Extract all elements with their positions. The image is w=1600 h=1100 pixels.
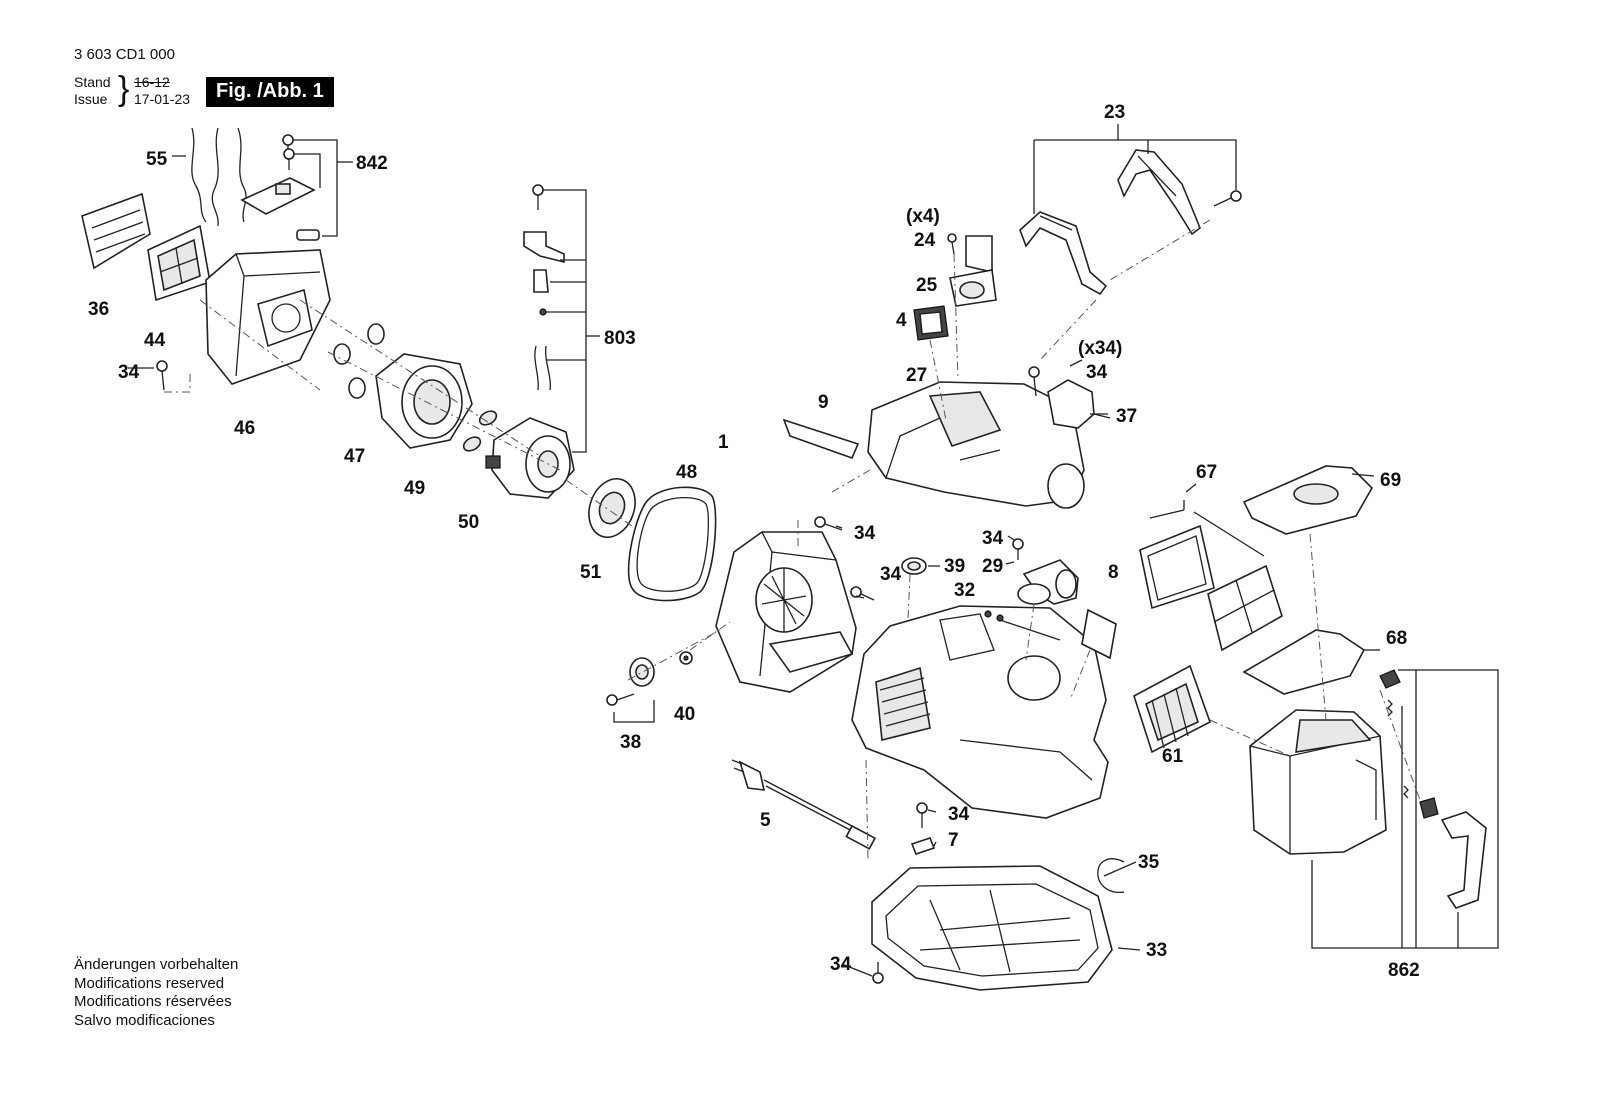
part-34-screws-cage	[797, 516, 875, 601]
callout-24: 24	[914, 230, 936, 251]
part-33-base-plate	[871, 865, 1113, 991]
callout-27: 27	[906, 365, 927, 386]
part-1-fan-cage	[715, 531, 857, 693]
part-29-elbow-nozzle	[1012, 538, 1079, 605]
callout-862: 862	[1388, 960, 1420, 981]
callout-8: 8	[1108, 562, 1119, 583]
group-862-leader	[1311, 669, 1499, 949]
part-25-switch-frame	[949, 235, 997, 307]
part-9-strip	[782, 418, 860, 460]
part-23-handle	[1019, 124, 1242, 296]
part-67-filter-frame	[1139, 500, 1265, 610]
issue-date: 17-01-23	[134, 91, 191, 107]
part-35-clip	[1097, 858, 1125, 894]
callout-51: 51	[580, 562, 602, 583]
callout-44: 44	[144, 330, 166, 351]
callout-32: 32	[954, 580, 975, 601]
callout-34-top: 34	[1086, 362, 1108, 383]
part-38-knob	[606, 657, 655, 723]
part-68-filter-membrane	[1242, 629, 1380, 695]
callout-49: 49	[404, 478, 425, 499]
part-32-main-body	[851, 605, 1109, 819]
part-4-switch	[913, 305, 949, 341]
callout-47: 47	[344, 446, 365, 467]
part-filter-grid	[1207, 564, 1283, 652]
callout-x4: (x4)	[906, 206, 940, 227]
part-34-screw-left	[156, 360, 191, 393]
issue-label: Issue	[74, 91, 108, 107]
callout-36: 36	[88, 299, 109, 320]
part-container-tank	[1249, 709, 1387, 855]
callout-x34: (x34)	[1078, 338, 1122, 359]
part-55-wires	[191, 127, 247, 227]
part-46-motor-housing	[205, 249, 331, 385]
part-842-electronics-board	[240, 134, 353, 241]
modifications-notice: Änderungen vorbehalten Modifications res…	[74, 956, 238, 1030]
superseded-date: 16-12	[134, 74, 170, 90]
callout-38: 38	[620, 732, 641, 753]
callout-50: 50	[458, 512, 479, 533]
callout-1: 1	[718, 432, 729, 453]
part-7-clamp	[910, 837, 936, 855]
callout-7: 7	[948, 830, 959, 851]
part-51-impeller	[588, 478, 636, 538]
part-50-seals	[462, 410, 498, 452]
callout-61: 61	[1162, 746, 1184, 767]
callout-35: 35	[1138, 852, 1160, 873]
callout-48: 48	[676, 462, 697, 483]
part-47-rings	[333, 323, 385, 399]
part-44-filter	[147, 224, 211, 302]
part-803-brackets	[523, 184, 600, 453]
callout-55: 55	[146, 149, 168, 170]
callout-25: 25	[916, 275, 938, 296]
callout-34-cage: 34	[854, 523, 876, 544]
callout-40: 40	[674, 704, 695, 725]
notice-en: Modifications reserved	[74, 974, 225, 992]
part-49-fan-housing	[375, 353, 473, 449]
part-40-nut	[679, 651, 693, 665]
notice-es: Salvo modificaciones	[74, 1011, 215, 1029]
document-number: 3 603 CD1 000	[74, 46, 175, 63]
notice-fr: Modifications réservées	[74, 993, 232, 1010]
stand-label: Stand	[74, 74, 111, 90]
callout-34-nozzle: 34	[982, 528, 1004, 549]
part-48-gasket	[627, 486, 717, 602]
callout-33: 33	[1146, 940, 1167, 961]
callout-29: 29	[982, 556, 1003, 577]
part-5-power-cord	[731, 759, 877, 850]
callout-68: 68	[1386, 628, 1407, 649]
callout-9: 9	[818, 392, 829, 413]
callout-46: 46	[234, 418, 255, 439]
part-34-screw-lower	[916, 802, 928, 828]
callout-39: 39	[944, 556, 965, 577]
part-latch-springs	[1379, 669, 1439, 819]
callout-69: 69	[1380, 470, 1401, 491]
part-36-filter-cover	[81, 192, 151, 270]
callout-34-base: 34	[830, 954, 852, 975]
part-8-seal	[1081, 608, 1117, 660]
callout-803: 803	[604, 328, 636, 349]
callout-5: 5	[760, 810, 771, 831]
part-37-latch	[1047, 379, 1111, 429]
callout-37: 37	[1116, 406, 1137, 427]
notice-de: Änderungen vorbehalten	[74, 956, 239, 973]
callout-67: 67	[1196, 462, 1217, 483]
part-27-top-cover	[867, 366, 1085, 509]
callout-4: 4	[896, 310, 907, 331]
revision-block: Stand Issue } 16-12 17-01-23	[74, 72, 190, 108]
brace-glyph: }	[118, 70, 130, 108]
part-61-pleated-filter	[1133, 664, 1211, 754]
part-39-plug	[901, 557, 927, 575]
part-24-screw	[947, 233, 957, 255]
callout-34-left: 34	[118, 362, 140, 383]
callout-34-plug: 34	[880, 564, 902, 585]
callout-34-lower: 34	[948, 804, 970, 825]
callout-842: 842	[356, 153, 388, 174]
part-side-handle	[1440, 811, 1487, 909]
callout-23: 23	[1104, 102, 1125, 123]
figure-label: Fig. /Abb. 1	[206, 77, 334, 107]
part-69-container-lid	[1242, 465, 1373, 535]
